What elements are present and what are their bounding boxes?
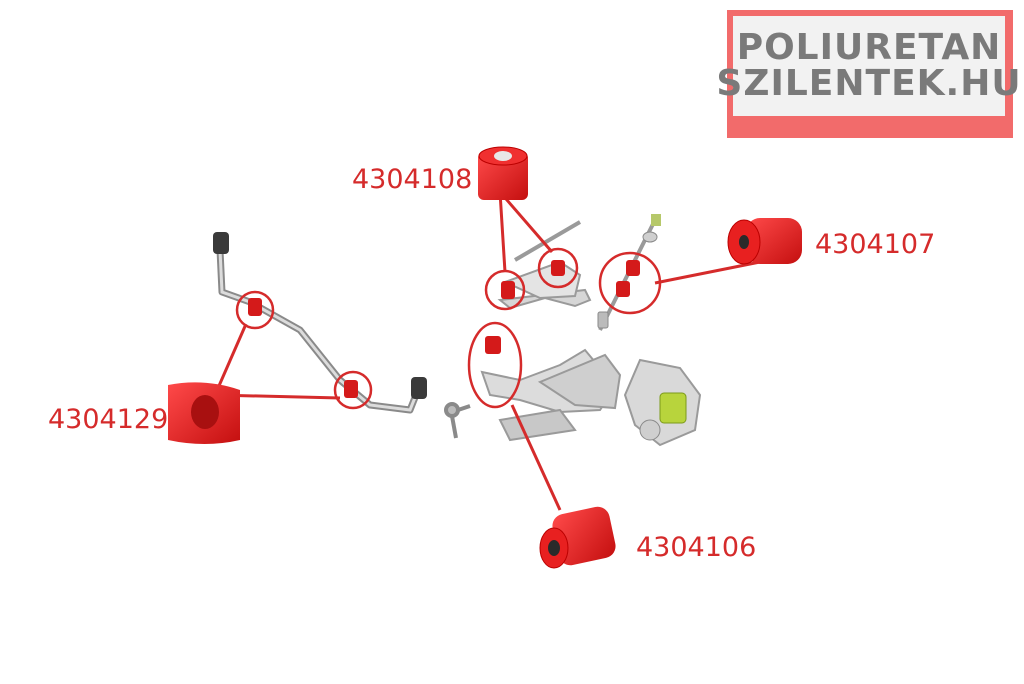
strut-assembly xyxy=(597,214,661,331)
brand-logo: POLIURETAN SZILENTEK.HU xyxy=(716,10,1021,138)
bushing-4304108-image xyxy=(478,146,528,200)
bushing-4304107-image xyxy=(727,218,802,265)
stabilizer-bar-highlight xyxy=(218,248,420,412)
stabilizer-end-link-right xyxy=(411,377,427,399)
stabilizer-bushing-left xyxy=(248,298,262,316)
bushing-4304106-image xyxy=(539,506,616,569)
logo-line-1: POLIURETAN xyxy=(736,27,1002,68)
bushing-4304129-image xyxy=(168,382,240,444)
part-number-4304108: 4304108 xyxy=(352,164,473,195)
stabilizer-bushing-right xyxy=(344,380,358,398)
part-number-4304129: 4304129 xyxy=(48,404,169,435)
stabilizer-end-link-left xyxy=(213,232,229,254)
steering-knuckle xyxy=(623,358,702,447)
tie-rod-end xyxy=(444,402,471,439)
part-number-4304106: 4304106 xyxy=(636,532,757,563)
stabilizer-bar xyxy=(216,246,422,414)
leader-lines xyxy=(213,191,761,511)
lower-control-arm xyxy=(480,336,622,442)
part-number-4304107: 4304107 xyxy=(815,229,936,260)
logo-panel: POLIURETAN SZILENTEK.HU xyxy=(716,16,1021,116)
logo-line-2: SZILENTEK.HU xyxy=(716,63,1022,104)
